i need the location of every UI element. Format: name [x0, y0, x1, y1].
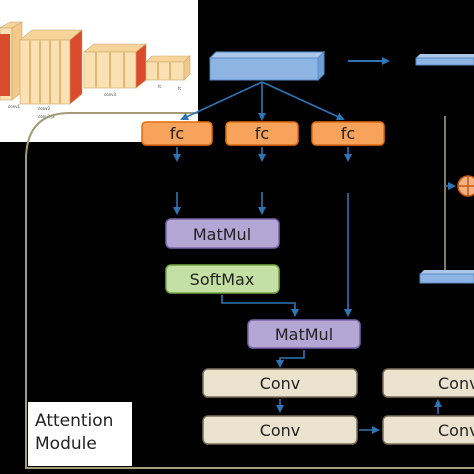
conv-right-top-label: Conv [438, 374, 474, 393]
backbone-label-2: conv2 [38, 106, 51, 111]
arrow-feature-to-fc1 [180, 81, 263, 121]
softmax-node: SoftMax [165, 264, 280, 294]
feature-block [208, 50, 326, 82]
backbone-caption: conv2_x [38, 114, 55, 119]
conv-left-bottom-label: Conv [260, 421, 301, 440]
backbone-block-1 [0, 21, 24, 101]
right-feature-bar [419, 116, 474, 284]
backbone-label-5: fc [178, 86, 182, 91]
conv-left-top-label: Conv [260, 374, 301, 393]
backbone-thumbnail: conv1 conv2 conv3 fc fc conv2_x [0, 0, 198, 142]
attention-module-border [25, 112, 474, 469]
conv-node-right-bottom: Conv [382, 415, 474, 445]
arrow-feature-to-fc3 [261, 81, 345, 121]
arrow-softmax-to-matmul2 [221, 295, 299, 317]
conv-node-left-bottom: Conv [202, 415, 358, 445]
backbone-label-3: conv3 [104, 92, 117, 97]
matmul-node-top: MatMul [165, 218, 280, 249]
conv-right-bottom-label: Conv [438, 421, 474, 440]
fc-node-3: fc [311, 121, 385, 146]
fc-node-2: fc [225, 121, 299, 146]
softmax-label: SoftMax [190, 270, 255, 289]
fc-node-1: fc [141, 121, 213, 146]
fc-node-3-label: fc [341, 124, 355, 143]
conv-node-right-top: Conv [382, 368, 474, 398]
fc-node-1-label: fc [170, 124, 184, 143]
matmul-bottom-label: MatMul [275, 325, 333, 344]
arrow-matmul2-to-conv [276, 350, 305, 368]
conv-node-left-top: Conv [202, 368, 358, 398]
attention-module-label-text: Attention Module [35, 411, 114, 454]
matmul-node-bottom: MatMul [247, 319, 361, 349]
backbone-block-2 [19, 29, 83, 105]
fc-node-2-label: fc [255, 124, 269, 143]
backbone-block-3 [83, 43, 147, 89]
attention-module-label: Attention Module [28, 402, 132, 466]
output-feature-bar [415, 54, 474, 66]
backbone-label-4: fc [158, 84, 162, 89]
add-node [457, 175, 474, 197]
backbone-block-4 [145, 55, 191, 81]
backbone-label-1: conv1 [8, 104, 21, 109]
matmul-top-label: MatMul [193, 225, 251, 244]
